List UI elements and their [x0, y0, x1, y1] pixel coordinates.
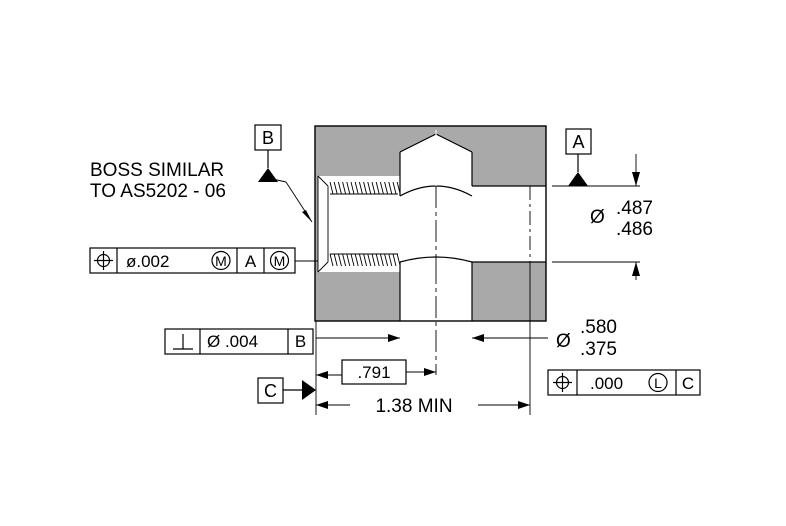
datum-a-label: A [572, 132, 584, 152]
datum-c-label: C [264, 381, 277, 401]
boss-note: BOSS SIMILAR TO AS5202 - 06 [90, 160, 313, 223]
thread-line [358, 253, 363, 267]
part-outline [314, 125, 547, 322]
fcf-position-datum: A [245, 252, 257, 271]
thread-line [371, 253, 376, 267]
thread-line [367, 253, 372, 267]
datum-b-label: B [262, 128, 274, 148]
basic-dim-value: .791 [357, 363, 390, 382]
datum-b: B [254, 124, 282, 182]
position-icon [553, 373, 572, 392]
thread-line [363, 181, 368, 195]
mmc-circle-icon [269, 250, 290, 271]
fcf-position-c-tolerance: .000 [590, 374, 623, 393]
mmc-circle-icon [211, 250, 231, 271]
datum-a-triangle [568, 172, 588, 186]
thread-line [388, 181, 393, 195]
depth-dim: 1.38 MIN [316, 262, 531, 417]
bore-upper-limit: .487 [616, 198, 653, 219]
datum-b-triangle [258, 168, 278, 182]
bore-diameter-symbol: Ø [590, 207, 605, 228]
thread-line [354, 253, 359, 267]
bore-lower-limit: .486 [616, 219, 653, 240]
datum-a: A [565, 128, 592, 186]
boss-note-line-1: BOSS SIMILAR [90, 160, 224, 181]
thread-line [337, 181, 342, 195]
thread-lines [329, 181, 401, 267]
datum-c: C [257, 321, 317, 415]
thread-line [350, 181, 355, 195]
thread-line [371, 181, 376, 195]
through-bore [400, 186, 546, 262]
thread-line [384, 181, 389, 195]
fcf-position-tolerance: ø.002 [126, 252, 169, 271]
datum-c-triangle [302, 380, 316, 400]
position-icon [94, 251, 113, 270]
bore-diameter-dim: Ø .487 .486 [552, 154, 653, 280]
thread-line [388, 253, 393, 267]
thread-line [375, 253, 380, 267]
thread-line [333, 181, 338, 195]
part-section-view [314, 125, 547, 375]
perpendicularity-icon [173, 334, 193, 350]
fcf-perpendicularity-datum: B [295, 332, 306, 351]
thread-line [342, 253, 347, 267]
lmc-circle-icon [648, 372, 668, 393]
fcf-perpendicularity-b: Ø .004 B [164, 328, 314, 355]
thread-line [329, 253, 334, 267]
fcf-perpendicularity-tolerance: Ø .004 [207, 332, 258, 351]
fcf-position-modifier-2: M [274, 253, 286, 269]
thread-line [379, 181, 384, 195]
fcf-position-modifier-1: M [215, 253, 227, 269]
thread-line [367, 181, 372, 195]
thread-line [392, 253, 397, 267]
counterbore-lower-limit: .375 [580, 339, 617, 360]
counterbore-diameter-dim: Ø .580 .375 [316, 317, 617, 360]
thread-line [379, 253, 384, 267]
thread-line [358, 181, 363, 195]
fcf-position-c-datum: C [682, 374, 694, 393]
fcf-position-a: ø.002 M A M [89, 247, 318, 274]
counterbore-diameter-symbol: Ø [556, 331, 571, 352]
thread-line [346, 253, 351, 267]
thread-line [375, 181, 380, 195]
thread-line [342, 181, 347, 195]
fcf-position-c-modifier: L [654, 375, 662, 391]
thread-line [337, 253, 342, 267]
thread-line [329, 181, 334, 195]
thread-line [333, 253, 338, 267]
thread-line [354, 181, 359, 195]
thread-region [318, 176, 400, 272]
thread-line [384, 253, 389, 267]
counterbore-upper-limit: .580 [580, 317, 617, 338]
basic-dim-791: .791 [316, 359, 436, 385]
thread-line [350, 253, 355, 267]
thread-line [363, 253, 368, 267]
boss-note-line-2: TO AS5202 - 06 [90, 181, 226, 202]
thread-line [346, 181, 351, 195]
thread-line [392, 181, 397, 195]
fcf-position-c: .000 L C [547, 369, 701, 396]
depth-dim-value: 1.38 MIN [375, 396, 452, 417]
